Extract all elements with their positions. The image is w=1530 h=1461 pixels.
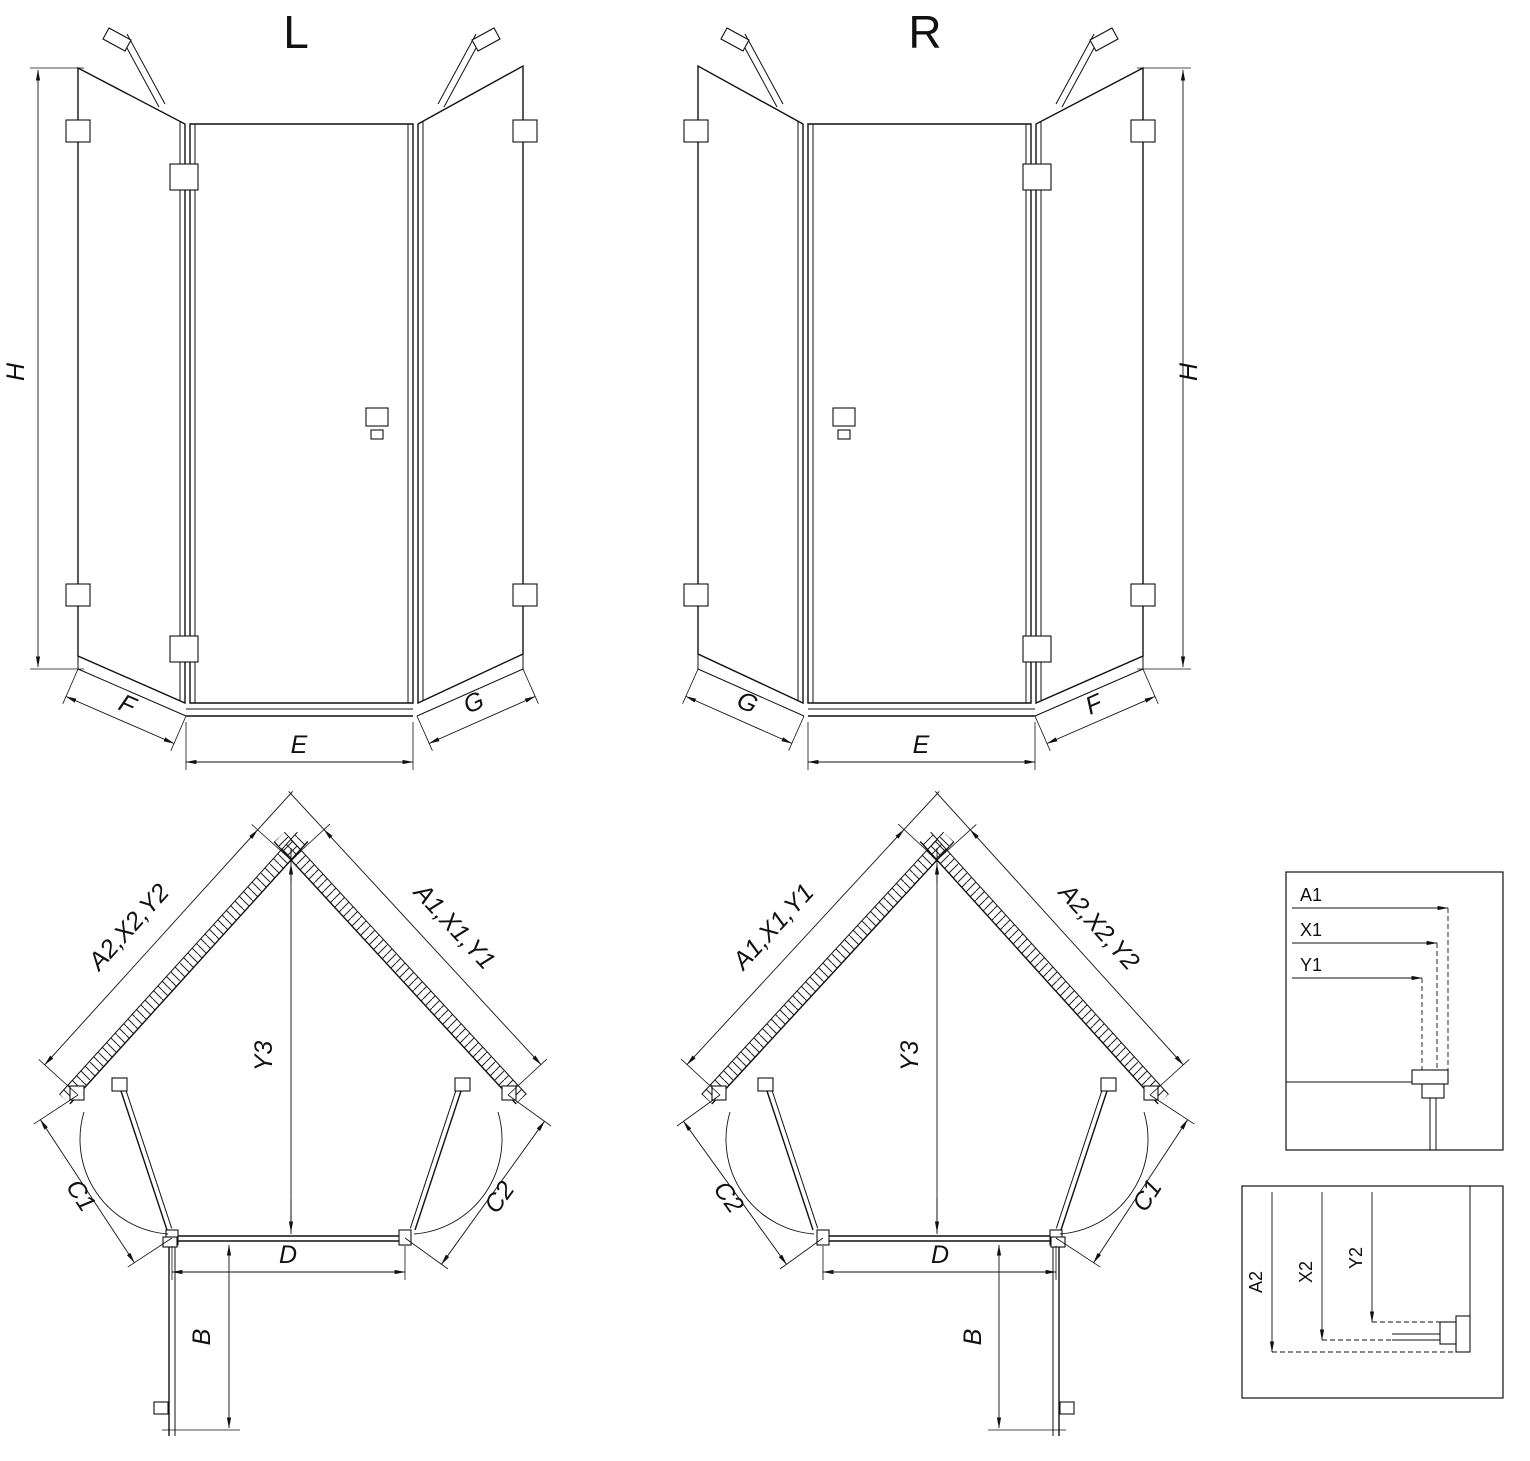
dim-label-y3-R: Y3 <box>896 1041 924 1072</box>
plan-open-door <box>153 1236 178 1436</box>
dim-label-wall-right-R: A2,X2,Y2 <box>1052 877 1145 976</box>
inset-label-x2: X2 <box>1296 1261 1316 1283</box>
inset-label-a1: A1 <box>1300 885 1322 905</box>
title-left: L <box>283 6 309 58</box>
dim-label-f-right: F <box>1081 688 1108 720</box>
inset-label-x1: X1 <box>1300 920 1322 940</box>
door-hinge-bottom <box>169 635 199 663</box>
support-strut-right <box>437 27 501 108</box>
plan-right-geometry <box>677 791 1194 1436</box>
dim-label-b-R: B <box>959 1329 987 1346</box>
dim-label-wall-left-R: A1,X1,Y1 <box>726 878 820 976</box>
dim-label-c2-L: C2 <box>479 1176 520 1218</box>
dim-label-e-left: E <box>291 731 308 759</box>
plan-left-view: A2,X2,Y2 A1,X1,Y1 Y3 C1 C2 D B <box>60 877 520 1345</box>
plan-side-panel-right <box>409 1077 503 1235</box>
dim-label-b-L: B <box>188 1329 216 1346</box>
dim-label-wall-left-L: A2,X2,Y2 <box>82 879 175 978</box>
shower-plan-geometry <box>33 790 552 1436</box>
detail-inset-a2: A2 X2 Y2 <box>1241 1185 1504 1399</box>
dim-label-y3-L: Y3 <box>250 1041 278 1072</box>
inset-label-a2: A2 <box>1246 1271 1266 1293</box>
title-right: R <box>908 6 941 58</box>
inset-label-y1: Y1 <box>1300 955 1322 975</box>
dim-label-e-right: E <box>913 731 930 759</box>
side-panel-right <box>417 64 524 705</box>
detail-inset-a1: A1 X1 Y1 <box>1285 871 1504 1151</box>
dim-label-g-left: G <box>459 686 488 719</box>
dim-label-d-R: D <box>931 1241 949 1269</box>
door-panel <box>189 123 414 704</box>
dim-label-wall-right-L: A1,X1,Y1 <box>407 877 501 975</box>
dim-label-h-left: H <box>2 362 30 381</box>
door-hinge-top <box>169 163 199 191</box>
dim-label-f-left: F <box>115 689 142 721</box>
elevation-right-view: R H G E F <box>733 6 1203 759</box>
plan-side-panel-left <box>79 1077 173 1235</box>
support-strut-left <box>102 27 166 108</box>
dim-label-c1-R: C1 <box>1127 1175 1168 1217</box>
dim-label-g-right: G <box>733 686 762 719</box>
inset-label-y2: Y2 <box>1346 1247 1366 1269</box>
shower-elevation-geometry <box>30 27 539 770</box>
dim-label-c2-R: C2 <box>708 1176 749 1218</box>
dim-label-c1-L: C1 <box>60 1175 101 1217</box>
dim-label-d-L: D <box>279 1241 297 1269</box>
elevation-right-geometry <box>683 28 1191 770</box>
side-panel-left <box>77 66 186 705</box>
door-handle <box>365 407 389 440</box>
elevation-left-view: L H F E G <box>2 6 488 759</box>
plan-right-view: A1,X1,Y1 A2,X2,Y2 Y3 C2 C1 D B <box>708 877 1168 1345</box>
dim-label-h-right: H <box>1175 362 1203 381</box>
